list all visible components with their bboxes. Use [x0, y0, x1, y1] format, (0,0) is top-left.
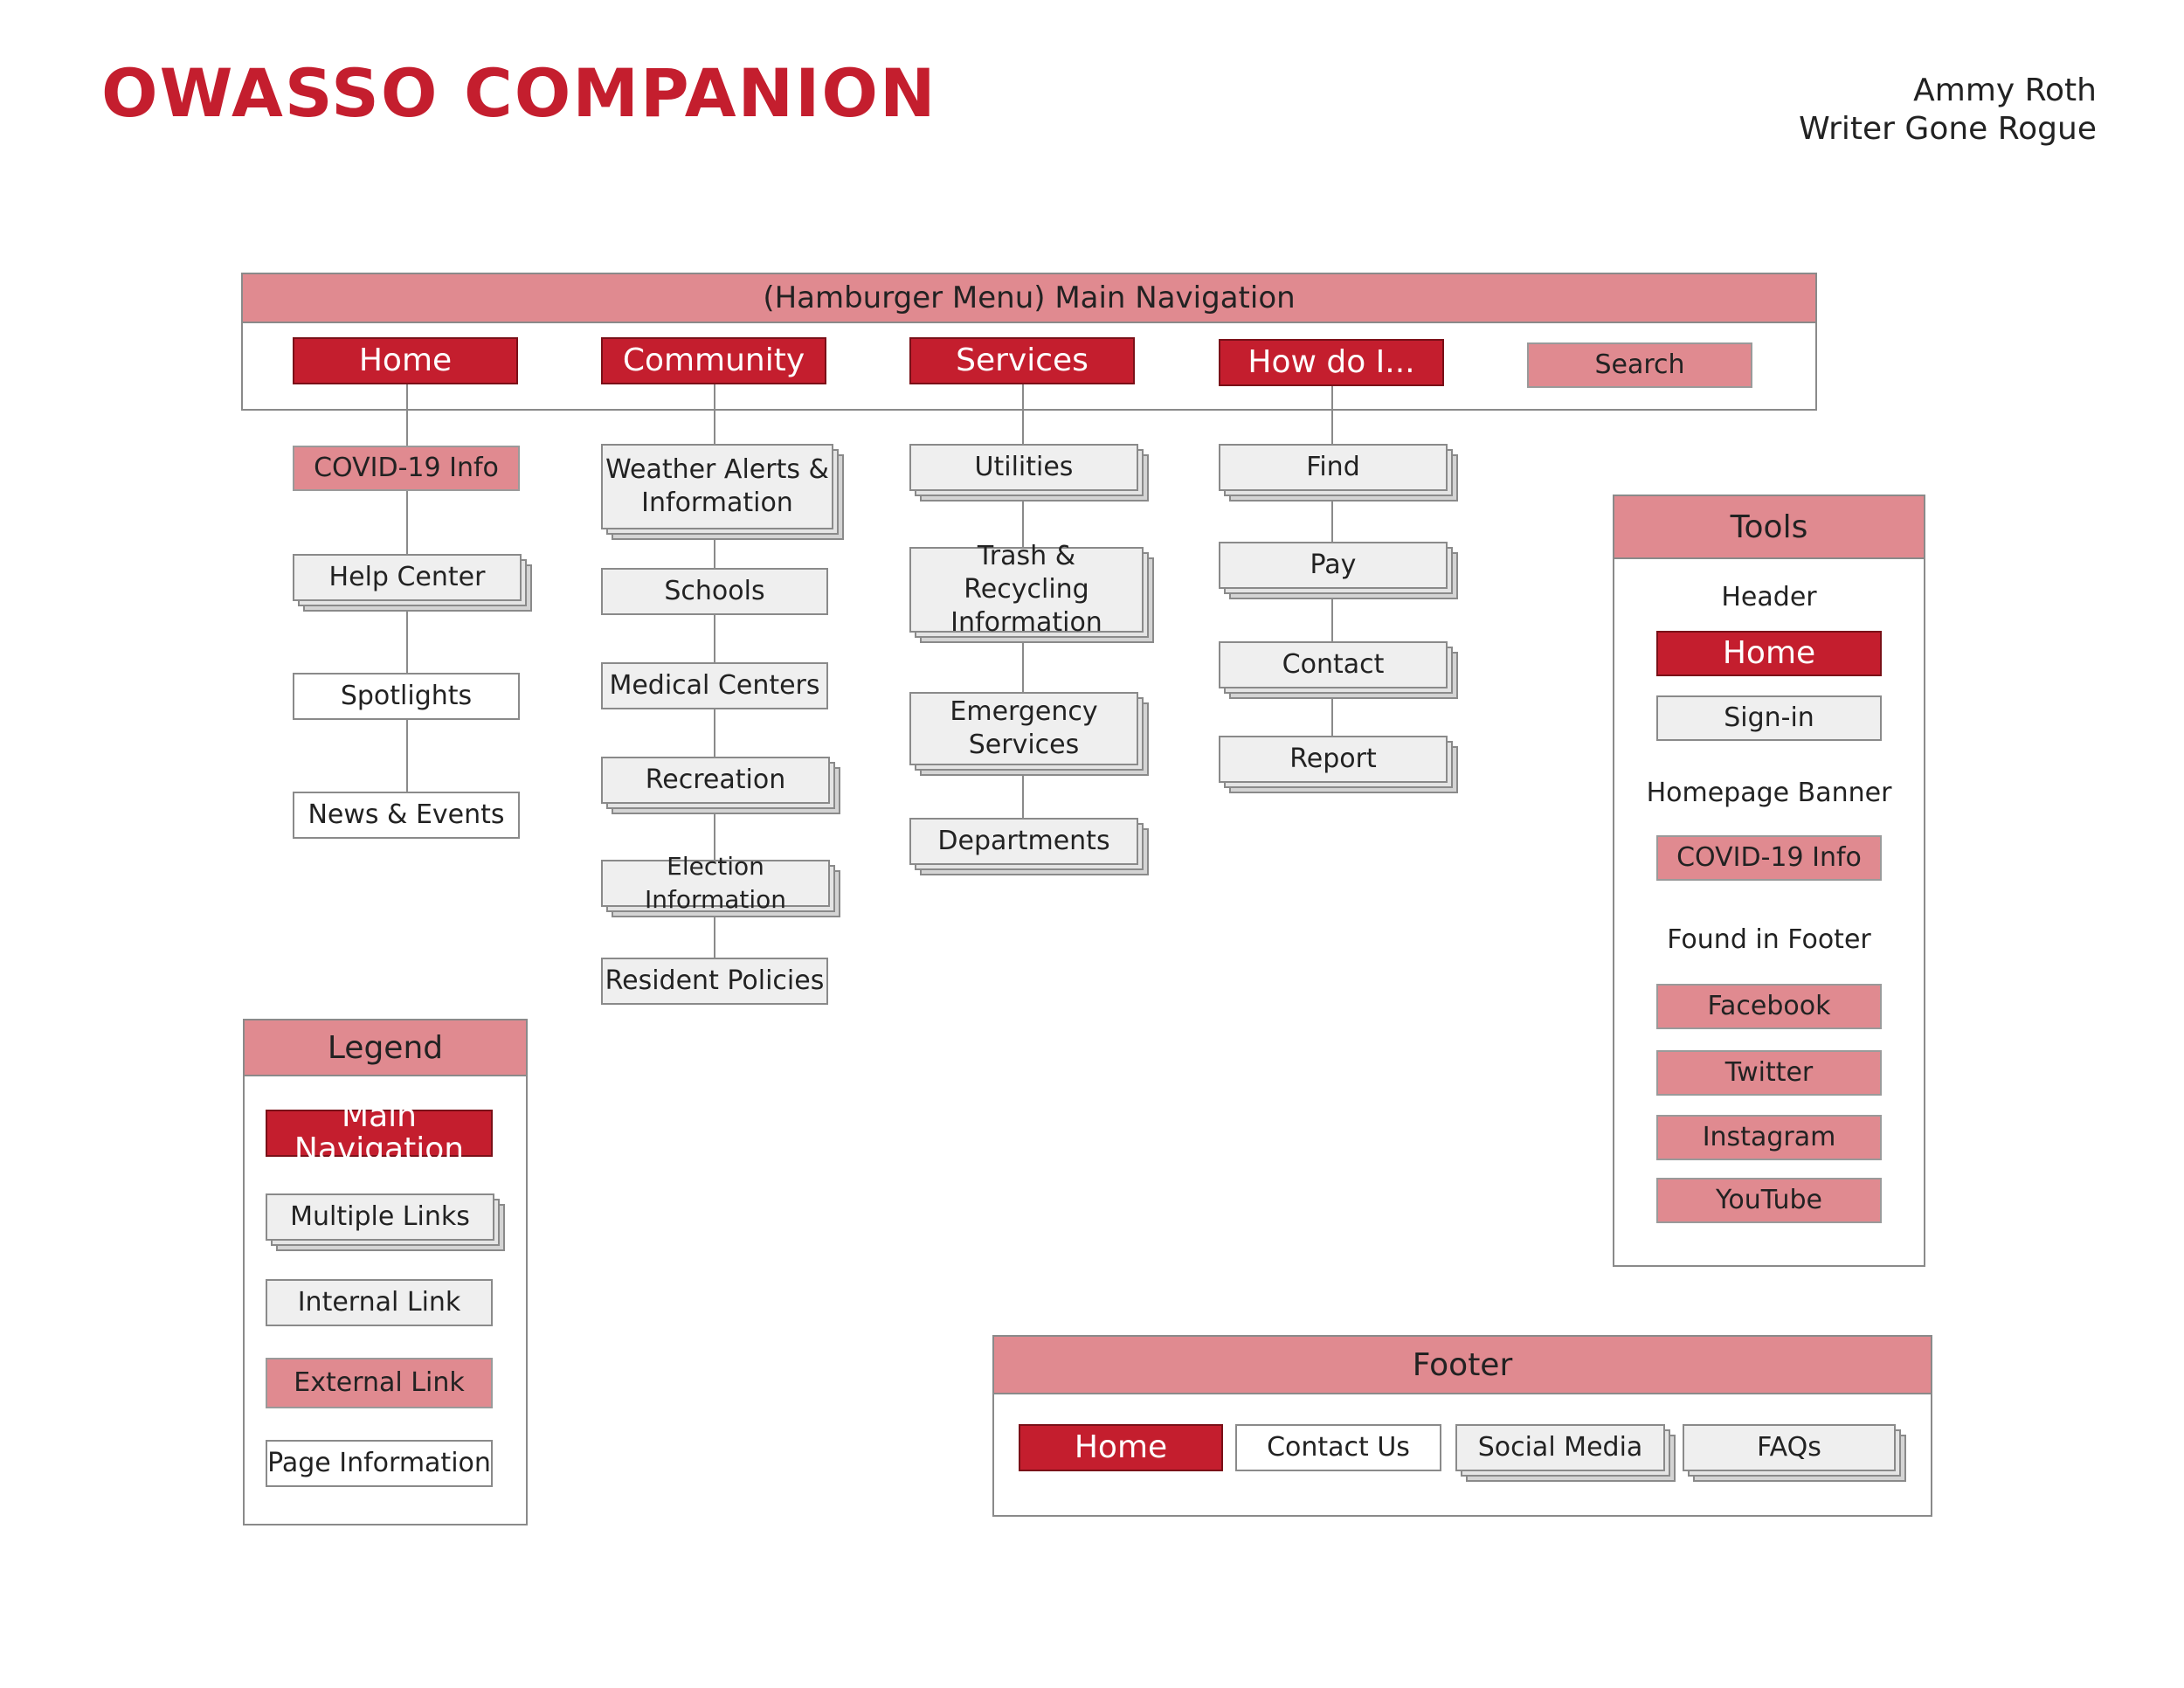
weather-line-1: Weather Alerts & — [605, 454, 829, 485]
services-departments-link[interactable]: Departments — [909, 818, 1138, 865]
home-news-events-page[interactable]: News & Events — [293, 792, 520, 839]
weather-line-2: Information — [641, 488, 793, 518]
community-weather-alerts-link[interactable]: Weather Alerts & Information — [601, 444, 833, 529]
community-schools-link[interactable]: Schools — [601, 568, 828, 615]
services-trash-recycling-link[interactable]: Trash & Recycling Information — [909, 541, 1144, 638]
legend-multiple-links-swatch: Multiple Links — [266, 1193, 494, 1241]
services-utilities-link[interactable]: Utilities — [909, 444, 1138, 491]
howdoi-pay-link[interactable]: Pay — [1219, 542, 1448, 589]
tools-signin-button[interactable]: Sign-in — [1656, 695, 1882, 741]
footer-contact-us-page[interactable]: Contact Us — [1235, 1424, 1441, 1471]
tools-covid-link[interactable]: COVID-19 Info — [1656, 835, 1882, 881]
footer-home-button[interactable]: Home — [1019, 1424, 1223, 1471]
trash-line-1: Trash & Recycling — [964, 541, 1089, 605]
author-company: Writer Gone Rogue — [1799, 111, 2097, 147]
home-connector — [406, 384, 408, 839]
author-name: Ammy Roth — [1913, 73, 2097, 108]
howdoi-report-link[interactable]: Report — [1219, 736, 1448, 783]
home-help-center-link[interactable]: Help Center — [293, 554, 522, 601]
community-election-information-link[interactable]: Election Information — [601, 852, 830, 914]
footer-heading: Footer — [992, 1335, 1932, 1394]
main-navigation-heading: (Hamburger Menu) Main Navigation — [241, 273, 1817, 323]
tools-twitter-link[interactable]: Twitter — [1656, 1050, 1882, 1096]
tools-facebook-link[interactable]: Facebook — [1656, 984, 1882, 1029]
legend-internal-link-swatch: Internal Link — [266, 1279, 493, 1326]
legend-page-information-swatch: Page Information — [266, 1440, 493, 1487]
nav-howdoi-button[interactable]: How do I... — [1219, 339, 1444, 386]
tools-heading-text: Tools — [1730, 508, 1808, 545]
howdoi-contact-link[interactable]: Contact — [1219, 641, 1448, 688]
howdoi-find-link[interactable]: Find — [1219, 444, 1448, 491]
legend-heading: Legend — [243, 1019, 528, 1076]
nav-services-button[interactable]: Services — [909, 337, 1135, 384]
emergency-line-2: Services — [968, 730, 1080, 760]
main-navigation-heading-text: (Hamburger Menu) Main Navigation — [763, 280, 1296, 315]
footer-social-media-link[interactable]: Social Media — [1455, 1424, 1665, 1471]
tools-youtube-link[interactable]: YouTube — [1656, 1178, 1882, 1223]
footer-heading-text: Footer — [1412, 1346, 1513, 1383]
legend-heading-text: Legend — [327, 1029, 444, 1066]
home-spotlights-page[interactable]: Spotlights — [293, 673, 520, 720]
legend-main-navigation-swatch: Main Navigation — [266, 1100, 493, 1166]
nav-community-button[interactable]: Community — [601, 337, 826, 384]
home-covid-link[interactable]: COVID-19 Info — [293, 446, 520, 491]
legend-external-link-swatch: External Link — [266, 1358, 493, 1408]
trash-line-2: Information — [950, 607, 1102, 638]
author-block: Ammy Roth Writer Gone Rogue — [1799, 72, 2097, 149]
nav-home-button[interactable]: Home — [293, 337, 518, 384]
community-medical-centers-link[interactable]: Medical Centers — [601, 662, 828, 709]
footer-faqs-link[interactable]: FAQs — [1683, 1424, 1896, 1471]
tools-home-button[interactable]: Home — [1656, 631, 1882, 676]
tools-instagram-link[interactable]: Instagram — [1656, 1115, 1882, 1160]
community-recreation-link[interactable]: Recreation — [601, 757, 830, 804]
main-navigation-panel: (Hamburger Menu) Main Navigation — [241, 273, 1817, 411]
tools-footer-label: Found in Footer — [1667, 924, 1871, 955]
nav-search-button[interactable]: Search — [1527, 342, 1752, 388]
emergency-line-1: Emergency — [950, 696, 1098, 727]
community-resident-policies-link[interactable]: Resident Policies — [601, 958, 828, 1005]
app-title: OWASSO COMPANION — [101, 54, 937, 132]
services-emergency-services-link[interactable]: Emergency Services — [909, 692, 1138, 765]
tools-header-label: Header — [1721, 582, 1817, 612]
tools-banner-label: Homepage Banner — [1646, 778, 1892, 808]
tools-heading: Tools — [1613, 495, 1925, 559]
